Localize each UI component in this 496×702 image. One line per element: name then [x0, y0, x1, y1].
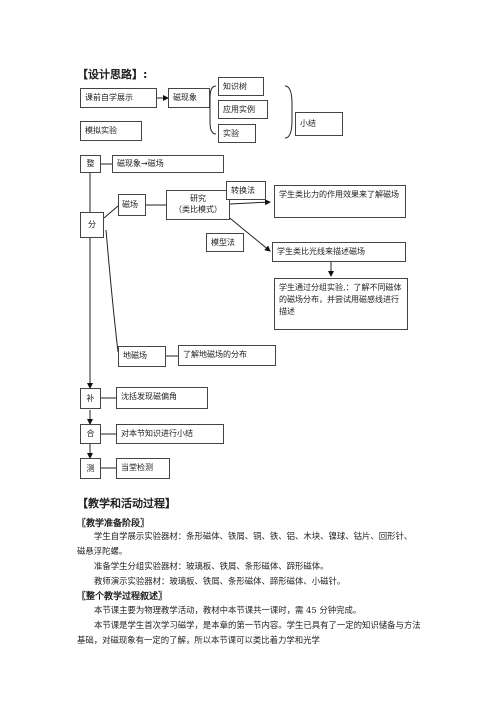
- box-simulate: 模拟实验: [80, 121, 142, 141]
- box-conversion-method: 转换法: [226, 181, 266, 200]
- overall-heading: 〖整个教学过程叙述〗: [77, 592, 168, 602]
- box-research: 研究 （类比模式）: [166, 190, 230, 220]
- box-force-analogy: 学生类比力的作用效果来了解磁场: [274, 185, 406, 218]
- box-summary: 小结: [295, 112, 343, 136]
- box-supplement: 补: [80, 388, 101, 409]
- box-phenomenon: 磁现象: [168, 88, 210, 108]
- box-field: 磁场: [118, 194, 146, 216]
- box-group-experiment: 学生通过分组实验,：了解不同磁体的磁场分布，并尝试用磁感线进行描述: [274, 278, 408, 330]
- prep-line-3: 教师演示实验器材：玻璃板、铁屑、条形磁体、蹄形磁体、小磁针。: [94, 576, 346, 586]
- box-whole-content: 磁现象→磁场: [112, 155, 224, 173]
- prep-line-1: 学生自学展示实验器材：条形磁体、铁屑、铜、铁、铝、木块、镍球、钴片、回形针、磁悬…: [77, 531, 413, 556]
- box-light-analogy: 学生类比光线来描述磁场: [272, 242, 406, 262]
- design-heading: 【设计思路】:: [77, 68, 148, 81]
- research-line-2: （类比模式）: [174, 205, 222, 214]
- box-experiment: 实验: [218, 124, 256, 143]
- box-preview: 课前自学展示: [80, 88, 157, 108]
- overall-line-2: 本节课是学生首次学习磁学，是本章的第一节内容。学生已具有了一定的知识储备与方法基…: [77, 620, 421, 645]
- research-line-1: 研究: [190, 194, 206, 203]
- overall-line-1: 本节课主要为物理教学活动，教材中本节课共一课时，需 45 分钟完成。: [94, 605, 362, 615]
- box-knowledge-tree: 知识树: [218, 77, 264, 96]
- box-test-content: 当堂检测: [116, 458, 170, 479]
- box-model-method: 模型法: [206, 233, 244, 252]
- box-earth-field: 地磁场: [118, 346, 166, 367]
- box-earth-field-content: 了解地磁场的分布: [178, 345, 276, 366]
- box-combine: 合: [80, 424, 101, 444]
- box-whole: 整: [80, 155, 101, 173]
- prep-line-2: 准备学生分组实验器材：玻璃板、铁屑、条形磁体、蹄形磁体。: [94, 561, 329, 571]
- box-test: 测: [80, 458, 101, 479]
- box-divide: 分: [80, 212, 104, 238]
- process-heading: 【教学和活动过程】: [77, 497, 176, 510]
- prep-heading: 〖教学准备阶段〗: [77, 519, 150, 529]
- box-combine-content: 对本节知识进行小结: [116, 424, 224, 444]
- box-application: 应用实例: [218, 100, 268, 119]
- box-supplement-content: 沈括发现磁偏角: [116, 387, 208, 409]
